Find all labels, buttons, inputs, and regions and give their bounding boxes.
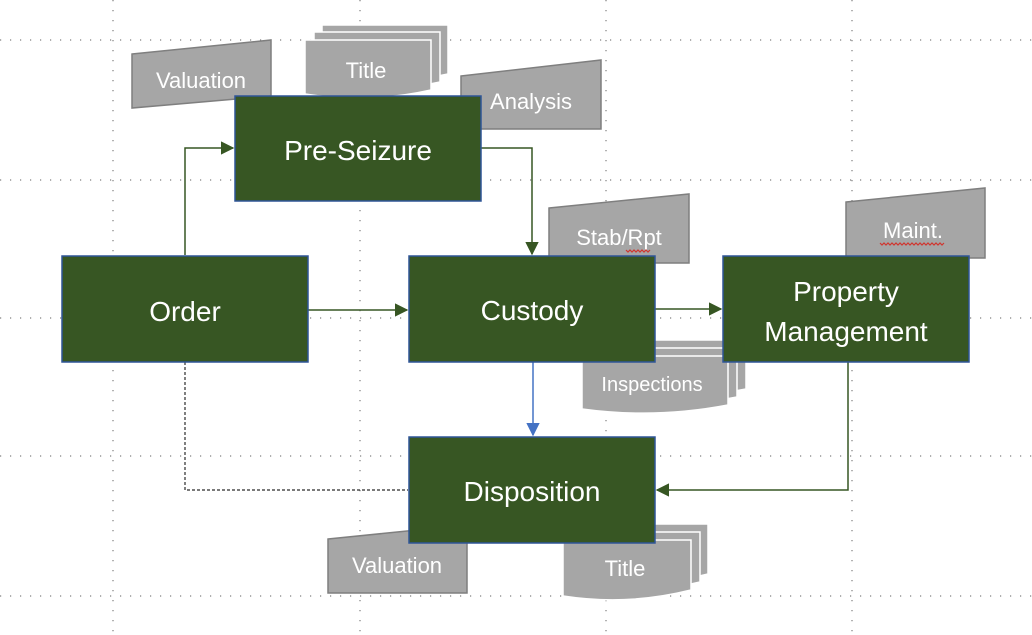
- spellcheck-underline: [879, 242, 945, 246]
- spellcheck-underline: [625, 249, 651, 253]
- connector-property-management-to-disposition: [655, 362, 849, 497]
- valuation-bottom-label: Valuation: [352, 553, 442, 578]
- disposition-box: Disposition: [408, 436, 656, 544]
- connectors: [184, 141, 849, 497]
- custody-box: Custody: [408, 255, 656, 363]
- analysis-label: Analysis: [490, 89, 572, 114]
- analysis-document: Analysis: [460, 59, 602, 130]
- property-management-label-line1: Property: [793, 276, 899, 307]
- pre-seizure-box: Pre-Seizure: [234, 95, 482, 202]
- maint-label: Maint.: [883, 218, 943, 243]
- title-bottom-label: Title: [605, 556, 646, 581]
- title-top-documents: Title: [304, 24, 449, 99]
- disposition-label: Disposition: [464, 476, 601, 507]
- property-management-box: Property Management: [722, 255, 970, 363]
- stab-rpt-label: Stab/Rpt: [576, 225, 662, 250]
- connector-pre-seizure-to-custody: [481, 147, 539, 256]
- property-management-label-line2: Management: [764, 316, 928, 347]
- custody-label: Custody: [481, 295, 584, 326]
- order-box: Order: [61, 255, 309, 363]
- order-label: Order: [149, 296, 221, 327]
- pre-seizure-label: Pre-Seizure: [284, 135, 432, 166]
- maint-document: Maint.: [845, 187, 986, 259]
- valuation-top-label: Valuation: [156, 68, 246, 93]
- valuation-top-document: Valuation: [131, 39, 272, 109]
- title-top-label: Title: [346, 58, 387, 83]
- inspections-label: Inspections: [601, 374, 702, 396]
- connector-order-to-disposition-dashed: [184, 362, 408, 491]
- inspections-documents: Inspections: [581, 339, 747, 414]
- stab-rpt-document: Stab/Rpt: [548, 193, 690, 264]
- connector-order-to-pre-seizure: [184, 141, 235, 255]
